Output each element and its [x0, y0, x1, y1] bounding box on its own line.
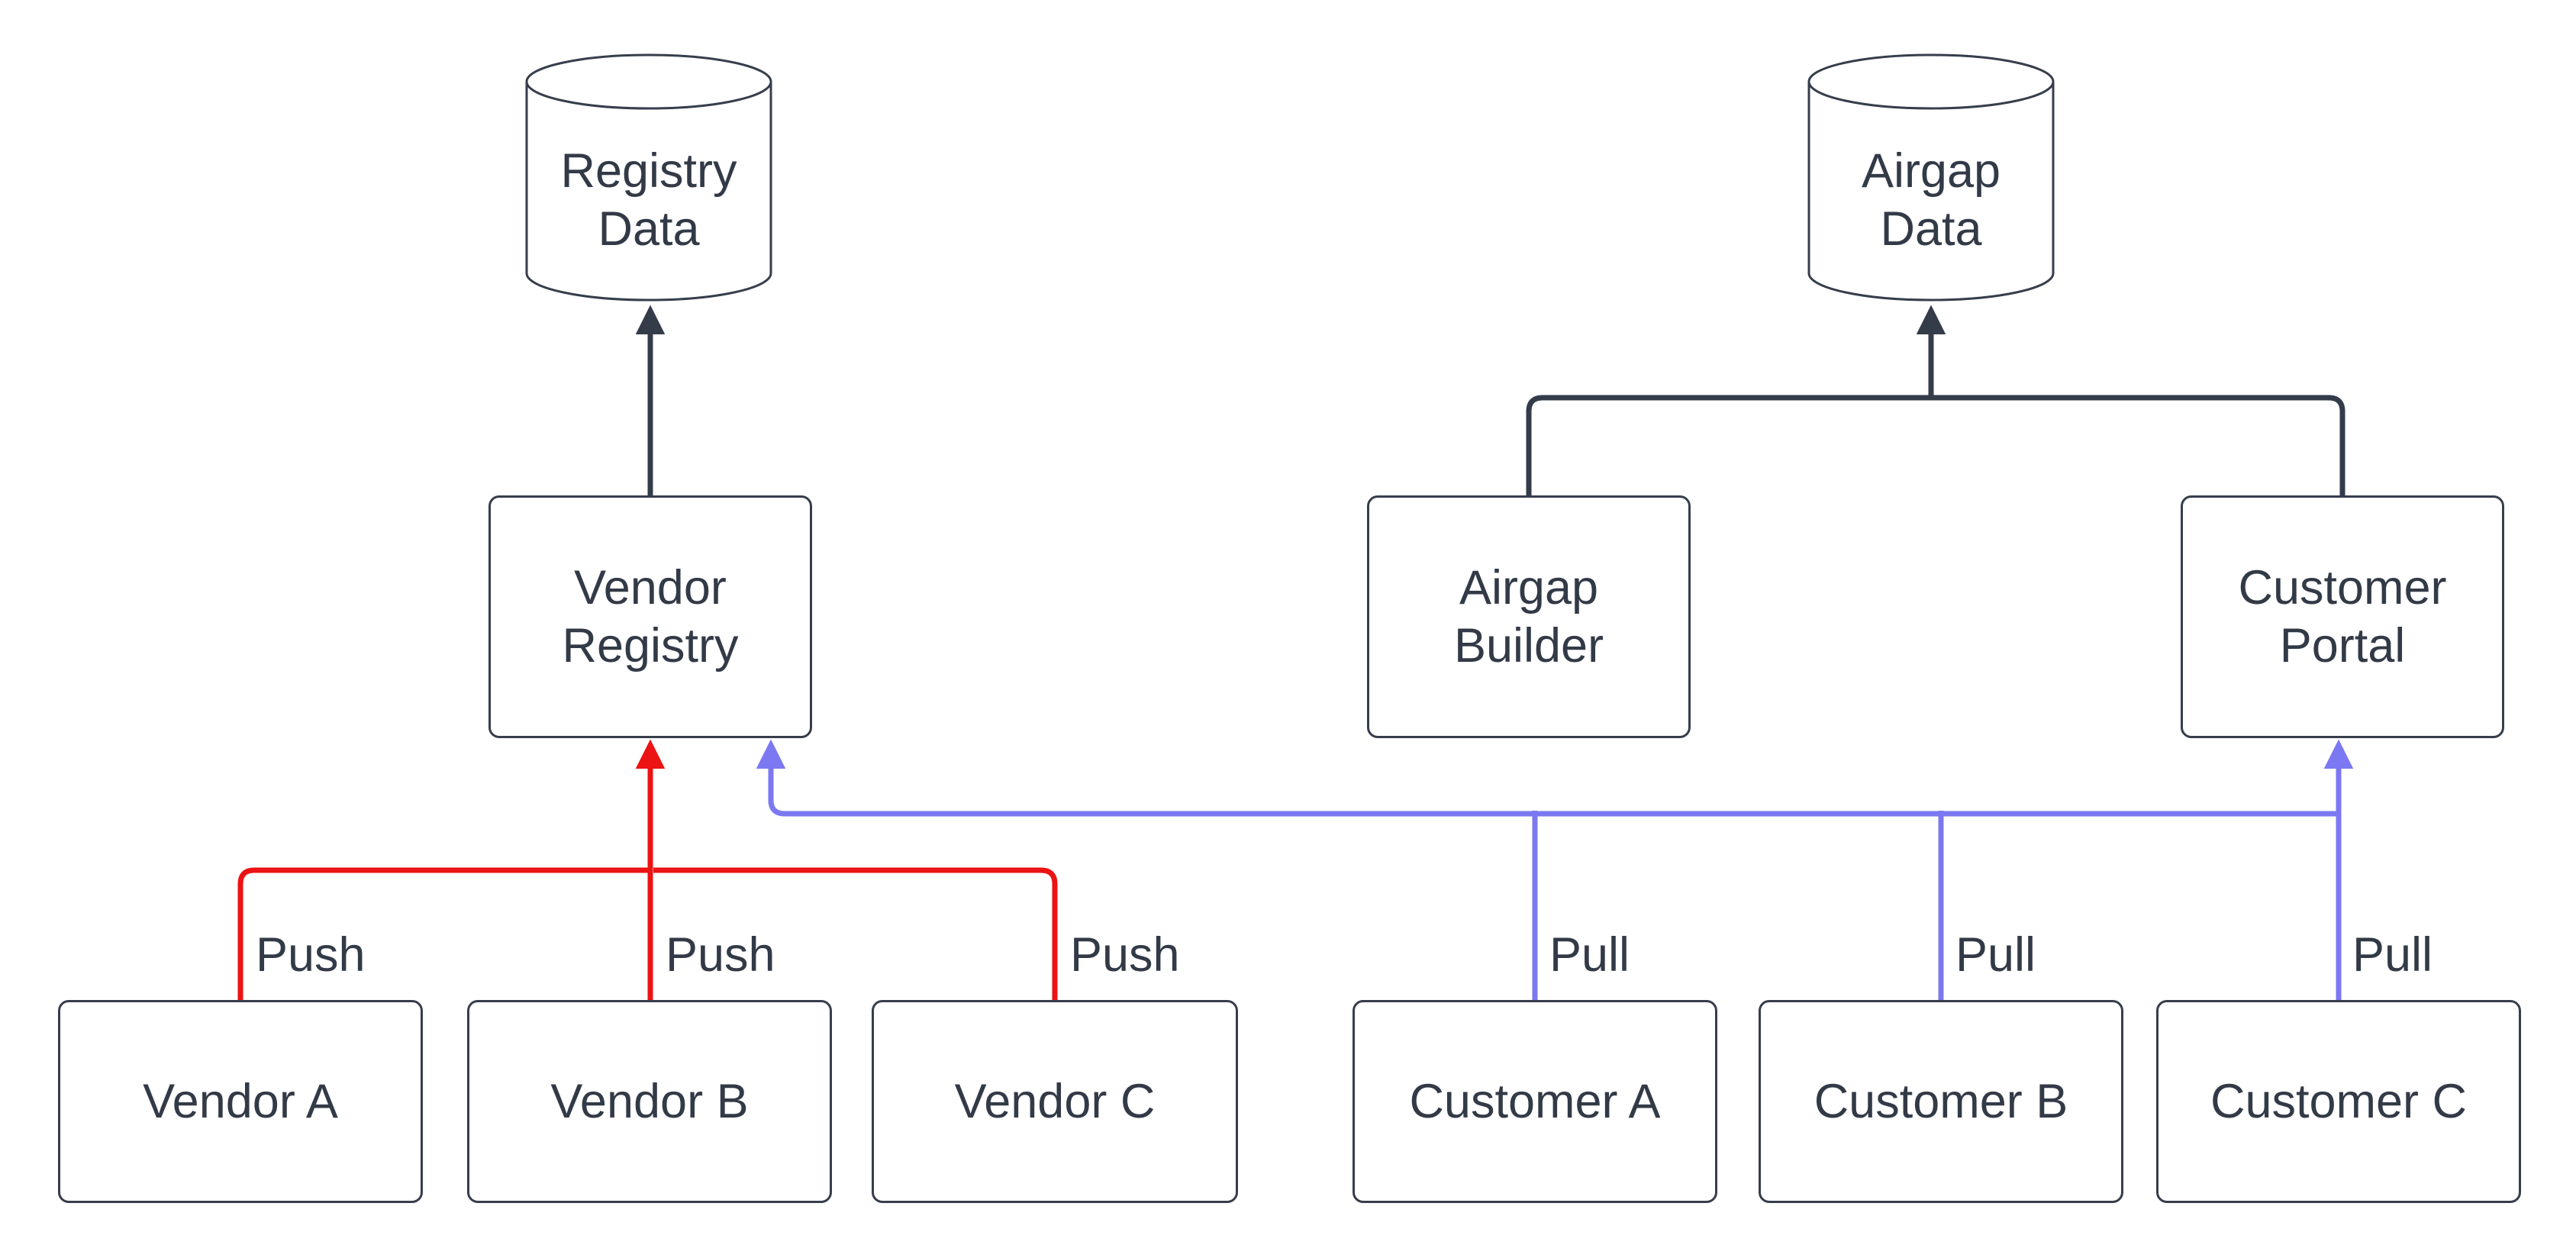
airgap-data-label: Airgap Data — [1861, 144, 2001, 256]
node-customer-c: Customer C — [2156, 1000, 2521, 1203]
edge-vendor-c-push — [653, 867, 1058, 1000]
edge-label-push-vendor-a: Push — [256, 928, 366, 982]
edge-vendor-a-push — [237, 867, 649, 1000]
edge-label-pull-customer-b: Pull — [1955, 928, 2036, 982]
node-vendor-registry: Vendor Registry — [488, 495, 812, 738]
edge-label-push-vendor-c: Push — [1070, 928, 1180, 982]
edge-pull-trunk-to-vendor-registry — [756, 739, 2339, 817]
edge-label-pull-customer-c: Pull — [2352, 928, 2433, 982]
node-customer-a: Customer A — [1352, 1000, 1717, 1203]
cylinder-registry-data — [525, 53, 772, 302]
edge-label-pull-customer-a: Pull — [1549, 928, 1630, 982]
node-customer-b: Customer B — [1759, 1000, 2123, 1203]
edge-customer-portal-to-junction — [1931, 395, 2345, 495]
edge-airgap-builder-to-junction — [1526, 395, 1931, 495]
node-vendor-a: Vendor A — [58, 1000, 423, 1203]
node-customer-portal: Customer Portal — [2181, 495, 2504, 738]
edge-label-push-vendor-b: Push — [666, 928, 775, 982]
cylinder-airgap-data — [1807, 53, 2055, 302]
node-vendor-b: Vendor B — [467, 1000, 832, 1203]
registry-data-label: Registry Data — [560, 144, 737, 256]
node-vendor-c: Vendor C — [872, 1000, 1238, 1203]
node-airgap-builder: Airgap Builder — [1367, 495, 1691, 738]
